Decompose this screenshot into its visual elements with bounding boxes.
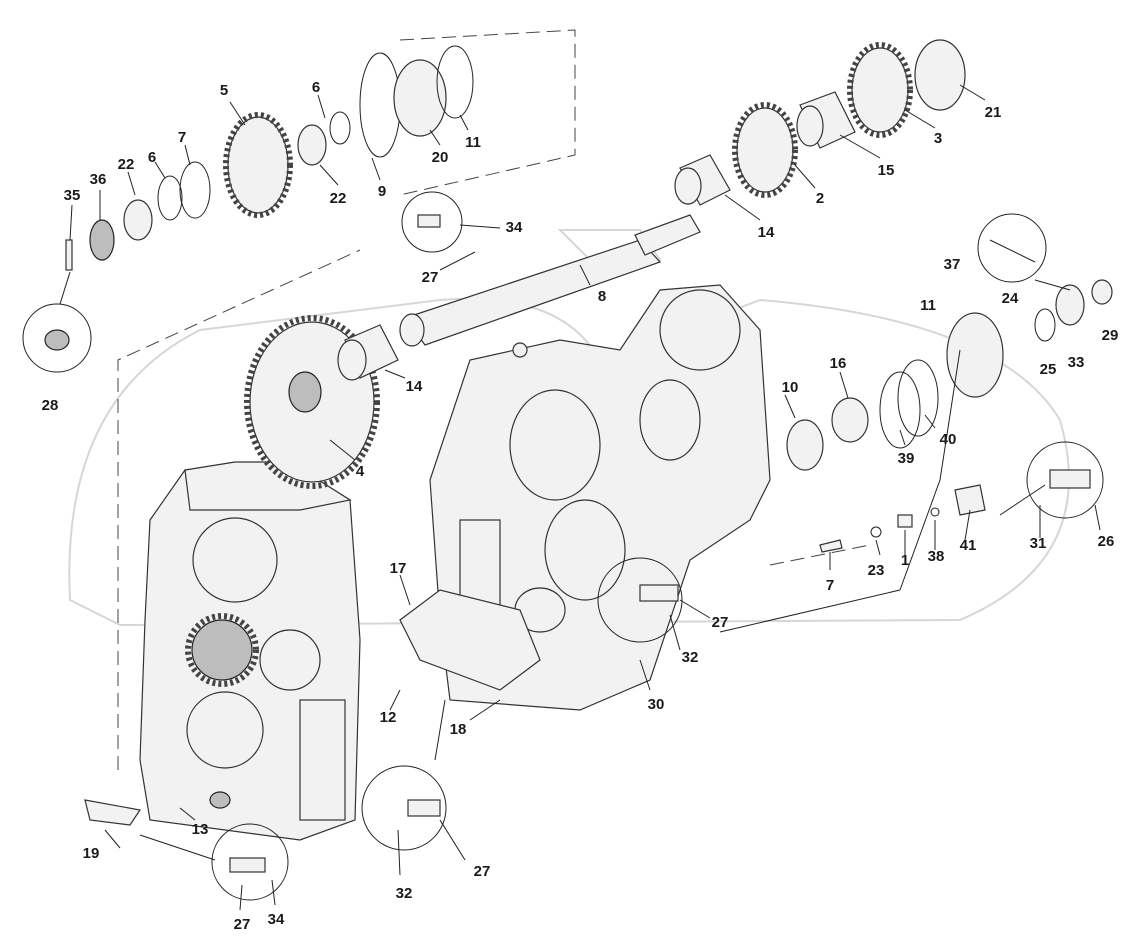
part-label: 21	[985, 104, 1002, 121]
part-label: 26	[1098, 533, 1115, 550]
main-shaft	[399, 214, 701, 347]
part-label: 34	[506, 219, 523, 236]
part-label: 4	[356, 463, 365, 480]
part-label: 32	[396, 885, 413, 902]
part-label: 28	[42, 397, 59, 414]
part-label: 6	[148, 149, 156, 166]
part-label: 41	[960, 537, 977, 554]
part-label: 27	[712, 614, 729, 631]
part-label: 2	[816, 190, 824, 207]
part-label: 16	[830, 355, 847, 372]
part-label: 30	[648, 696, 665, 713]
part-label: 1	[901, 552, 909, 569]
part-label: 6	[312, 79, 320, 96]
gears	[223, 42, 913, 489]
part-label: 39	[898, 450, 915, 467]
part-label: 35	[64, 187, 81, 204]
part-label: 32	[682, 649, 699, 666]
part-labels: 1234566778910111112131414151617181920212…	[42, 79, 1119, 933]
part-label: 10	[782, 379, 799, 396]
part-label: 7	[826, 577, 834, 594]
part-label: 7	[178, 129, 186, 146]
part-label: 14	[758, 224, 775, 241]
part-label: 12	[380, 709, 397, 726]
part-label: 27	[422, 269, 439, 286]
part-label: 36	[90, 171, 107, 188]
leader-lines	[59, 84, 1101, 911]
part-label: 8	[598, 288, 606, 305]
bearings-and-rings	[89, 39, 1113, 471]
part-label: 14	[406, 378, 423, 395]
part-label: 33	[1068, 354, 1085, 371]
part-label: 40	[940, 431, 957, 448]
hardware	[65, 239, 986, 826]
part-label: 37	[944, 256, 961, 273]
part-label: 34	[268, 911, 285, 928]
part-label: 22	[118, 156, 135, 173]
part-label: 18	[450, 721, 467, 738]
part-label: 17	[390, 560, 407, 577]
part-label: 20	[432, 149, 449, 166]
part-label: 31	[1030, 535, 1047, 552]
part-label: 27	[234, 916, 251, 933]
detail-circles	[22, 191, 1104, 901]
part-label: 13	[192, 821, 209, 838]
part-label: 3	[934, 130, 942, 147]
left-housing	[139, 461, 361, 841]
part-label: 5	[220, 82, 228, 99]
part-label: 25	[1040, 361, 1057, 378]
part-label: 27	[474, 863, 491, 880]
part-label: 19	[83, 845, 100, 862]
watermark	[68, 229, 1070, 627]
part-label: 29	[1102, 327, 1119, 344]
part-label: 22	[330, 190, 347, 207]
part-label: 11	[465, 134, 481, 151]
assembly-guides	[117, 29, 871, 770]
part-label: 24	[1002, 290, 1019, 307]
part-label: 38	[928, 548, 945, 565]
part-label: 11	[920, 297, 936, 314]
part-label: 9	[378, 183, 386, 200]
part-label: 23	[868, 562, 885, 579]
part-label: 15	[878, 162, 895, 179]
